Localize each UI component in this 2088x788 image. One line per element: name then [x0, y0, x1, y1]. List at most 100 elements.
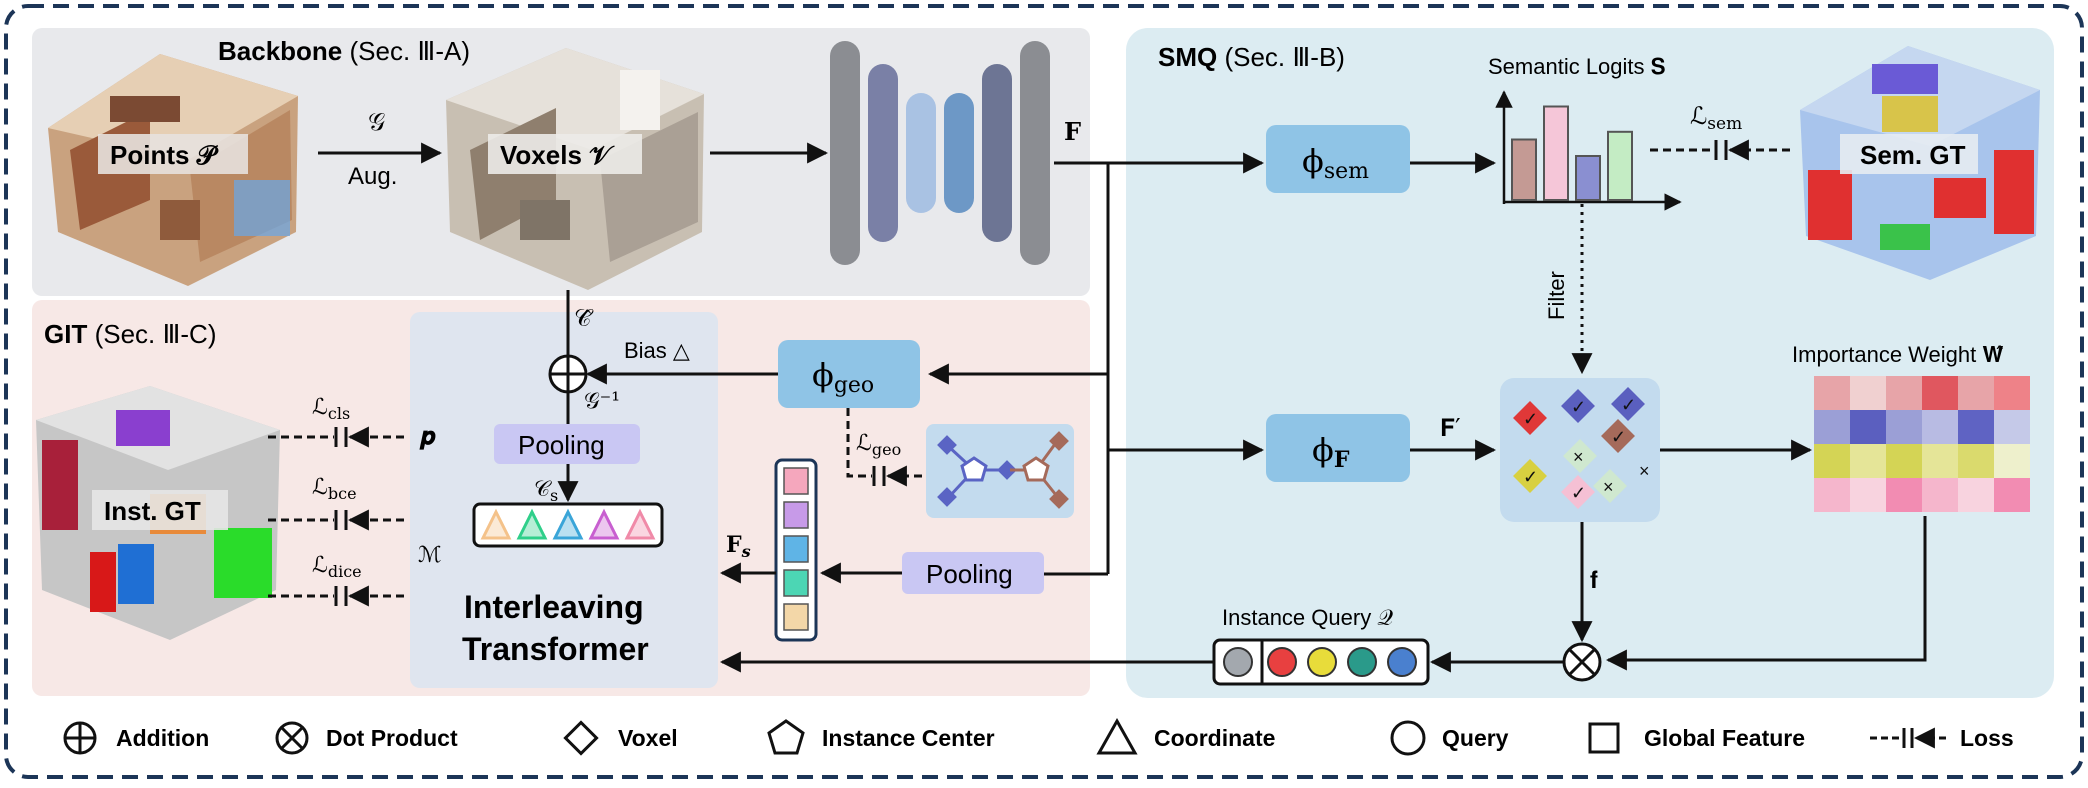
- loss-bce-row: [268, 509, 404, 531]
- feature-cell: [783, 603, 809, 631]
- git-title: GIT (Sec. Ⅲ-C): [44, 319, 217, 349]
- unet-layer: [982, 64, 1012, 242]
- coordinate-triangle: [516, 508, 548, 540]
- unet-layer: [1020, 41, 1050, 265]
- phi-geo-box[interactable]: [778, 340, 920, 408]
- coordinate-triangle: [588, 508, 620, 540]
- instance-center-graph: [926, 424, 1074, 518]
- query-icon: [1390, 720, 1426, 756]
- legend-label-global-feature: Global Feature: [1644, 725, 1805, 751]
- unet-layer: [944, 93, 974, 213]
- weight-cell: [1850, 376, 1886, 410]
- phi-geo-label: ϕgeo: [812, 356, 874, 398]
- loss-sem-label: ℒsem: [1690, 102, 1742, 134]
- checkmark-icon: ✓: [1523, 409, 1538, 429]
- unet-backbone: [830, 41, 1050, 265]
- voxel-token: [1513, 459, 1547, 493]
- weight-cell: [1814, 376, 1850, 410]
- points-label-bg: [98, 134, 248, 174]
- cross-icon: ×: [1639, 461, 1650, 481]
- unet-layer: [830, 41, 860, 265]
- inst-gt-label-bg: [92, 490, 228, 530]
- weight-cell: [1958, 376, 1994, 410]
- weight-cell: [1886, 376, 1922, 410]
- feature-cell: [783, 569, 809, 597]
- phi-F-box[interactable]: [1266, 414, 1410, 482]
- M-label: ℳ: [418, 543, 442, 568]
- outer-frame: [4, 4, 2084, 779]
- pooling-bottom-label: Pooling: [926, 559, 1013, 589]
- loss-geo-label: ℒgeo: [856, 431, 901, 459]
- weight-cell: [1958, 478, 1994, 512]
- logit-bar: [1511, 138, 1537, 201]
- semantic-logits-chart: [1495, 90, 1682, 211]
- legend-label-voxel: Voxel: [618, 725, 678, 751]
- voxel-token: [1563, 439, 1597, 473]
- loss-dice-label: ℒdice: [312, 553, 362, 581]
- weight-cell: [1850, 410, 1886, 444]
- legend-label-query: Query: [1442, 725, 1509, 751]
- phi-F-label: ϕF: [1312, 431, 1350, 473]
- voxel-icon: [563, 720, 599, 756]
- logit-bar: [1543, 105, 1569, 201]
- checkmark-icon: ✓: [1621, 395, 1636, 415]
- loss-sem-icon: [1714, 140, 1728, 160]
- coordinate-triangle: [480, 508, 512, 540]
- legend: Addition Dot Product Voxel Instance Cent…: [63, 717, 2014, 756]
- weight-cell: [1886, 478, 1922, 512]
- legend-label-addition: Addition: [116, 725, 209, 751]
- checkmark-icon: ✓: [1571, 397, 1586, 417]
- instance-query-box: [1212, 638, 1430, 686]
- weight-cell: [1994, 410, 2030, 444]
- query-circle: [1307, 647, 1337, 677]
- sem-gt-label-bg: [1840, 134, 1978, 174]
- semantic-logits-title: Semantic Logits 𝐒: [1488, 54, 1666, 79]
- checkmark-icon: ✓: [1611, 427, 1626, 447]
- voxel-token: [1513, 401, 1547, 435]
- weight-cell: [1958, 410, 1994, 444]
- filter-label: Filter: [1544, 271, 1569, 320]
- legend-label-loss: Loss: [1960, 725, 2014, 751]
- points-label: Points 𝒫: [110, 140, 219, 170]
- f-small-label: 𝐟: [1590, 566, 1598, 594]
- weight-cell: [1850, 444, 1886, 478]
- inst-gt-label: Inst. GT: [104, 496, 201, 526]
- weight-cell: [1922, 410, 1958, 444]
- c-s-label: 𝒞s: [534, 477, 558, 505]
- loss-dice-row: [268, 585, 404, 607]
- legend-label-dot-product: Dot Product: [326, 725, 458, 751]
- pooling-bottom-box[interactable]: [902, 552, 1044, 594]
- weight-cell: [1922, 444, 1958, 478]
- pooling-top-box[interactable]: [494, 424, 640, 464]
- pooling-top-label: Pooling: [518, 430, 605, 460]
- weight-cell: [1814, 410, 1850, 444]
- addition-icon: [63, 721, 97, 755]
- legend-label-instance-center: Instance Center: [822, 725, 995, 751]
- weight-cell: [1814, 444, 1850, 478]
- loss-cls-label: ℒcls: [312, 395, 350, 423]
- phi-sem-box[interactable]: [1266, 125, 1410, 193]
- addition-node: [548, 354, 588, 394]
- feature-cell: [783, 535, 809, 563]
- weight-cell: [1814, 478, 1850, 512]
- query-circle: [1387, 647, 1417, 677]
- F-prime-label: 𝐅′: [1440, 414, 1461, 442]
- weight-cell: [1886, 410, 1922, 444]
- backbone-title: Backbone (Sec. Ⅲ-A): [218, 36, 470, 66]
- feature-cell: [783, 501, 809, 529]
- voxel-token: [1561, 389, 1595, 423]
- query-circle: [1267, 647, 1297, 677]
- sem-gt-label: Sem. GT: [1860, 140, 1966, 170]
- global-feature-column: [774, 458, 818, 642]
- voxel-token: [1593, 469, 1627, 503]
- feature-cell: [783, 467, 809, 495]
- weight-cell: [1922, 478, 1958, 512]
- query-circle: [1223, 647, 1253, 677]
- p-label: 𝒑: [419, 421, 436, 450]
- aug-label: Aug.: [348, 163, 397, 190]
- weight-cell: [1922, 376, 1958, 410]
- weight-cell: [1850, 478, 1886, 512]
- transformer-title-line1: Interleaving: [464, 589, 644, 625]
- importance-weight-title: Importance Weight 𝐖̂: [1792, 342, 2003, 367]
- voxels-label-bg: [488, 134, 642, 174]
